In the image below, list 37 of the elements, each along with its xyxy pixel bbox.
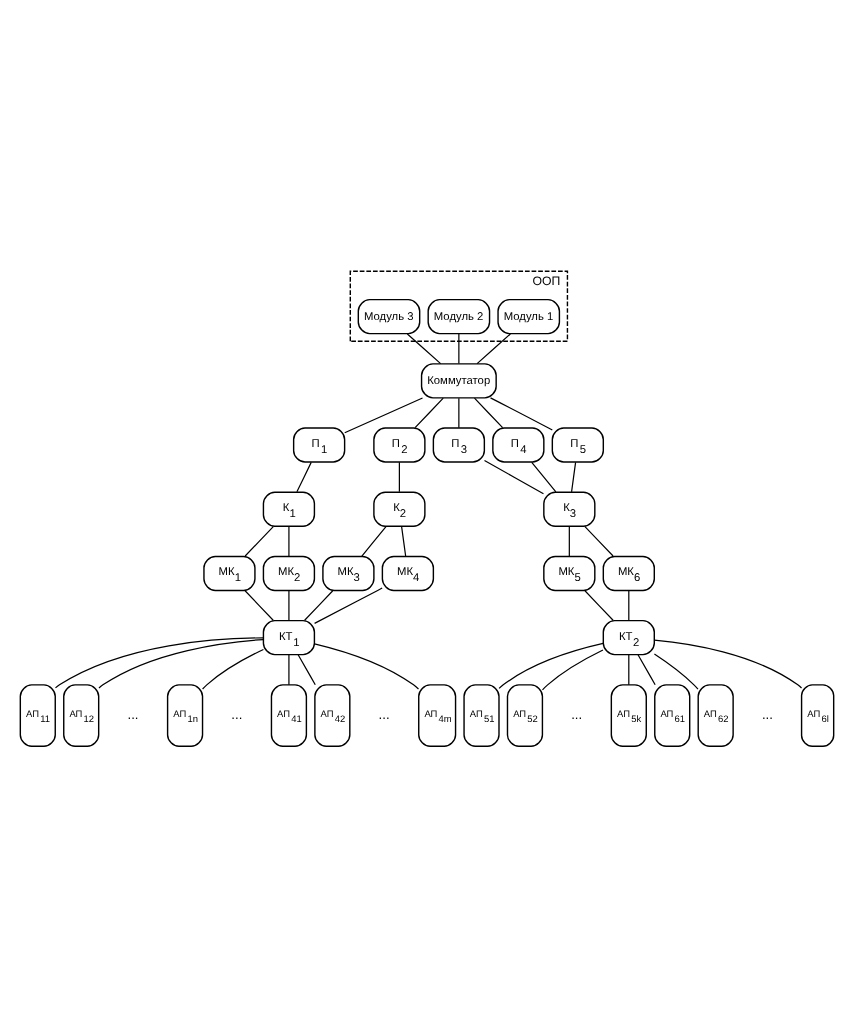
connector: [98, 638, 264, 689]
connector: [313, 643, 420, 690]
connector: [489, 397, 553, 431]
connector: [313, 587, 383, 624]
connector: [297, 654, 316, 686]
connector: [458, 333, 460, 365]
connector: [288, 525, 290, 557]
connector: [531, 461, 557, 493]
connector: [296, 461, 312, 493]
connector: [458, 397, 460, 429]
connector: [288, 590, 290, 621]
connector: [344, 397, 424, 434]
connector: [584, 590, 614, 621]
connector: [406, 333, 442, 365]
connector: [541, 649, 604, 691]
connector: [414, 397, 444, 429]
connector: [570, 461, 577, 493]
connector: [568, 525, 570, 557]
connector: [483, 459, 545, 495]
connector: [628, 590, 630, 621]
connector: [54, 637, 264, 689]
connector: [653, 639, 803, 689]
connector: [498, 642, 604, 690]
connector: [401, 525, 407, 557]
connector: [202, 648, 265, 690]
connector: [476, 333, 511, 365]
connector: [361, 525, 387, 557]
connector: [637, 654, 656, 686]
connector: [244, 525, 274, 557]
connector: [653, 653, 699, 690]
connector: [584, 525, 614, 557]
connector: [628, 654, 630, 686]
connector: [304, 590, 334, 621]
connector: [398, 461, 400, 493]
connector: [288, 654, 290, 686]
connector: [473, 397, 504, 429]
connector: [244, 590, 274, 621]
